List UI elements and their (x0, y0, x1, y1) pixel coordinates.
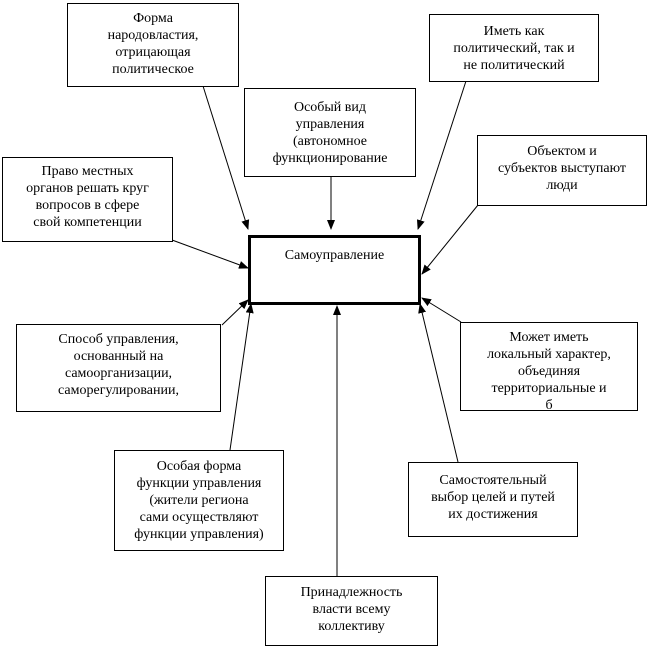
box-line: (жители региона (149, 493, 249, 508)
arrow-mozhet (421, 297, 462, 323)
box-line: Особый вид (293, 100, 367, 115)
box-line: территориальные и (491, 381, 607, 396)
box-line: Объектом и (527, 144, 597, 159)
box-line: выбор целей и путей (431, 490, 555, 505)
box-line: Форма (133, 11, 173, 26)
box-line: Иметь как (483, 24, 545, 39)
box-sposob: Способ управления, основанный на самоорг… (16, 324, 221, 412)
box-line: не политический (463, 58, 565, 73)
box-line: коллективу (318, 619, 385, 634)
arrow-samostoyatelnyi (418, 303, 459, 463)
arrow-sposob (221, 299, 249, 326)
box-line: свой компетенции (33, 215, 142, 230)
box-line: основанный на (73, 349, 164, 364)
box-line: политическое (112, 62, 194, 77)
box-line: Может иметь (509, 330, 589, 345)
box-line: локальный характер, (487, 347, 611, 362)
box-line: Способ управления, (58, 332, 179, 347)
box-line: Самостоятельный (439, 473, 547, 488)
box-line: функции управления (136, 476, 262, 491)
box-samostoyatelnyi: Самостоятельный выбор целей и путей их д… (408, 462, 578, 537)
box-line: органов решать круг (26, 181, 149, 196)
arrow-imet (416, 80, 467, 230)
arrow-pravo (171, 239, 249, 269)
box-osobaya-forma: Особая форма функции управления (жители … (114, 450, 284, 551)
box-line: управления (295, 117, 365, 132)
box-osobyi-vid: Особый вид управления (автономное функци… (244, 88, 416, 177)
box-line: народовластия, (107, 28, 199, 43)
box-line: власти всему (312, 602, 391, 617)
box-line: самоорганизации, (64, 366, 173, 381)
box-line: их достижения (448, 507, 538, 522)
box-line: функции управления) (134, 527, 264, 542)
box-line: Принадлежность (300, 585, 403, 600)
box-line: вопросов в сфере (35, 198, 140, 213)
box-line: Особая форма (156, 459, 242, 474)
box-line: саморегулировании, (58, 383, 179, 398)
box-line: б (545, 398, 553, 411)
box-line: отрицающая (115, 45, 191, 60)
box-imet: Иметь как политический, так и не политич… (429, 14, 599, 82)
box-line: субъектов выступают (498, 161, 626, 176)
box-prinadlezhnost: Принадлежность власти всему коллективу (265, 576, 438, 646)
arrow-forma (202, 85, 250, 230)
box-mozhet: Может иметь локальный характер, объединя… (460, 322, 638, 411)
box-line: Право местных (41, 164, 134, 179)
arrow-osobaya-forma (229, 303, 254, 451)
arrow-obektom (421, 204, 479, 275)
box-forma: Форма народовластия, отрицающая политиче… (67, 3, 239, 87)
box-line: функционирование (272, 151, 388, 166)
box-obektom: Объектом и субъектов выступают люди (477, 135, 647, 206)
box-line: политический, так и (453, 41, 575, 56)
box-line: (автономное (292, 134, 368, 149)
box-line: объединяя (517, 364, 581, 379)
box-line: люди (546, 178, 578, 193)
center-title: Самоуправление (284, 248, 385, 263)
center-box: Самоуправление (248, 235, 421, 305)
box-pravo: Право местных органов решать круг вопрос… (2, 157, 173, 242)
box-line: сами осуществляют (139, 510, 259, 525)
